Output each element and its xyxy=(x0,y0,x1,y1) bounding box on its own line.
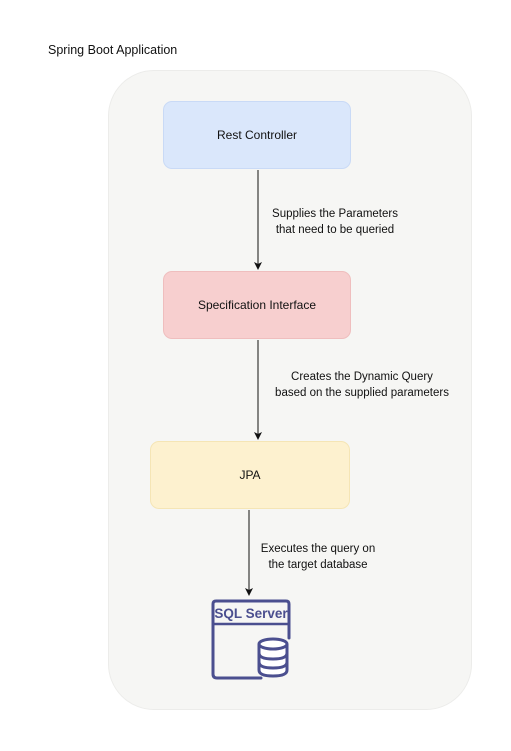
sql-server-label: SQL Server xyxy=(214,606,288,621)
edge-label-spec-to-jpa: Creates the Dynamic Query based on the s… xyxy=(262,369,462,401)
diagram-title: Spring Boot Application xyxy=(48,43,178,57)
edge-label-jpa-to-db-line2: the target database xyxy=(268,559,368,571)
specification-interface-label: Specification Interface xyxy=(197,298,317,312)
jpa-label: JPA xyxy=(239,468,261,482)
rest-controller-node[interactable]: Rest Controller xyxy=(163,101,351,169)
sql-server-database-icon[interactable]: SQL Server xyxy=(209,598,293,680)
edge-label-rest-to-spec-line1: Supplies the Parameters xyxy=(272,208,398,220)
edge-label-rest-to-spec: Supplies the Parameters that need to be … xyxy=(260,206,410,238)
edge-label-spec-to-jpa-line2: based on the supplied parameters xyxy=(275,387,449,399)
edge-label-spec-to-jpa-line1: Creates the Dynamic Query xyxy=(291,371,433,383)
edge-label-rest-to-spec-line2: that need to be queried xyxy=(275,224,395,236)
edge-label-jpa-to-db: Executes the query on the target databas… xyxy=(248,541,388,573)
jpa-node[interactable]: JPA xyxy=(150,441,350,509)
specification-interface-node[interactable]: Specification Interface xyxy=(163,271,351,339)
edge-label-jpa-to-db-line1: Executes the query on xyxy=(260,543,376,555)
rest-controller-label: Rest Controller xyxy=(216,128,298,142)
database-cylinder-icon xyxy=(257,637,289,678)
